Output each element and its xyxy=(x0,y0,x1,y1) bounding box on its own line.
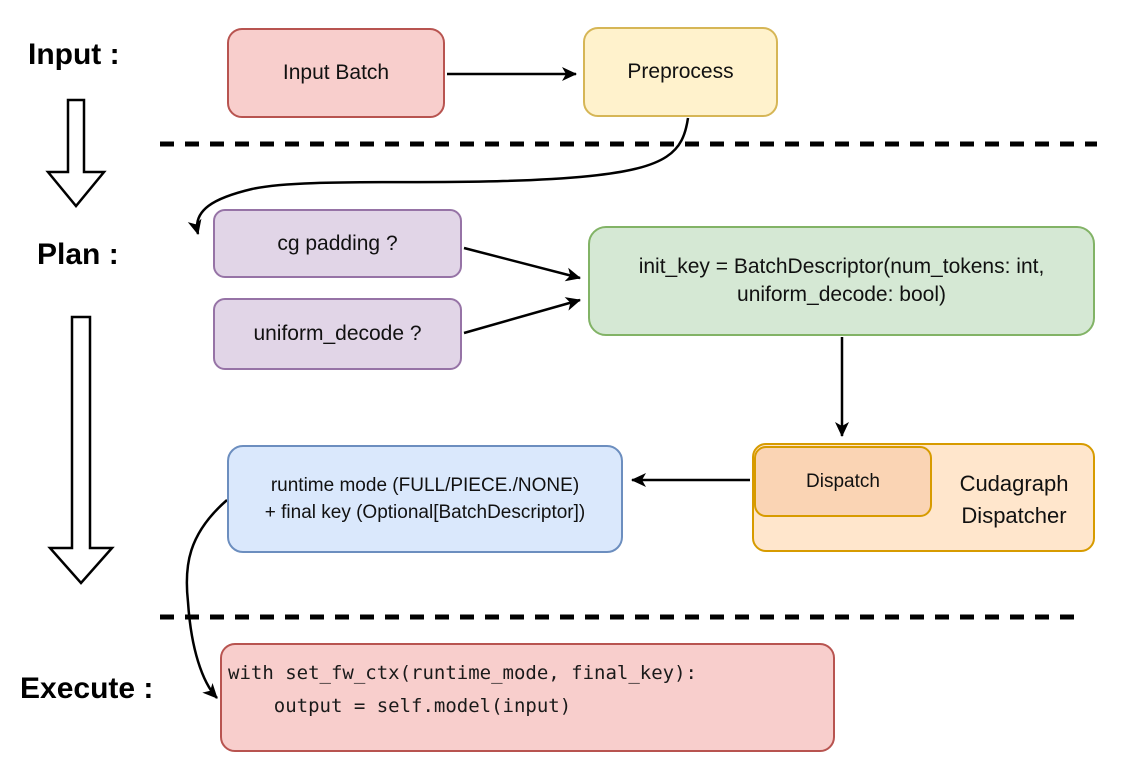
node-uniform-decode: uniform_decode ? xyxy=(213,298,462,370)
node-input-batch: Input Batch xyxy=(227,28,445,118)
edge-runtimemode-executecode xyxy=(185,499,228,699)
node-input-batch-label: Input Batch xyxy=(282,61,390,84)
section-arrow-input-to-plan xyxy=(45,98,107,208)
node-init-key: init_key = BatchDescriptor(num_tokens: i… xyxy=(588,226,1095,336)
section-label-execute: Execute : xyxy=(20,672,154,705)
node-cudagraph-dispatcher-line2: Dispatcher xyxy=(961,503,1067,528)
node-cudagraph-dispatcher-label: Cudagraph Dispatcher xyxy=(935,468,1093,532)
edge-preprocess-cgpadding xyxy=(187,117,690,235)
node-preprocess: Preprocess xyxy=(583,27,778,117)
node-execute-code-line2: output = self.model(input) xyxy=(228,695,572,717)
node-preprocess-label: Preprocess xyxy=(627,60,734,83)
node-cg-padding: cg padding ? xyxy=(213,209,462,278)
section-label-input: Input : xyxy=(28,38,120,71)
edge-uniformdecode-initkey xyxy=(463,297,581,335)
node-execute-code: with set_fw_ctx(runtime_mode, final_key)… xyxy=(220,643,835,752)
section-arrow-plan-to-execute xyxy=(47,315,115,585)
node-execute-code-line1: with set_fw_ctx(runtime_mode, final_key)… xyxy=(228,662,697,684)
node-cg-padding-label: cg padding ? xyxy=(277,231,398,255)
section-label-plan: Plan : xyxy=(37,238,119,271)
node-init-key-line2: uniform_decode: bool) xyxy=(737,283,946,306)
node-init-key-line1: init_key = BatchDescriptor(num_tokens: i… xyxy=(638,255,1045,278)
node-runtime-mode-line1: runtime mode (FULL/PIECE./NONE) xyxy=(270,475,580,496)
node-runtime-mode-line2: + final key (Optional[BatchDescriptor]) xyxy=(264,502,586,523)
node-dispatch: Dispatch xyxy=(754,446,932,517)
node-cudagraph-dispatcher-line1: Cudagraph xyxy=(959,471,1069,496)
node-runtime-mode: runtime mode (FULL/PIECE./NONE) + final … xyxy=(227,445,623,553)
node-uniform-decode-label: uniform_decode ? xyxy=(253,322,422,345)
node-dispatch-label: Dispatch xyxy=(806,470,880,492)
edge-cgpadding-initkey xyxy=(463,246,581,282)
